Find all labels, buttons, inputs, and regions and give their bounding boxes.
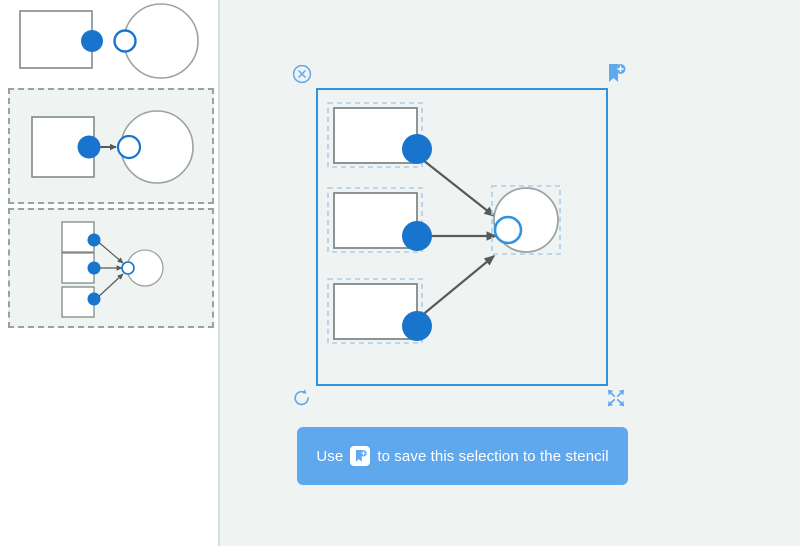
- stencil-panel: [0, 0, 220, 546]
- expand-arrows-icon: [607, 389, 625, 407]
- stencil-item-0-graphic: [19, 3, 199, 79]
- stencil-item-three-squares-to-circle[interactable]: [8, 208, 214, 328]
- bookmark-plus-glyph: [355, 449, 367, 462]
- bookmark-plus-icon: [609, 64, 626, 82]
- stencil-item-2-graphic: [61, 221, 164, 318]
- selection-frame[interactable]: [316, 88, 608, 386]
- stencil-item-square-to-circle-plain[interactable]: [8, 0, 214, 82]
- stencil-item-square-to-circle-link[interactable]: [8, 88, 214, 204]
- save-to-stencil-hint: Use to save this selection to the stenci…: [297, 427, 628, 485]
- stencil-panel-divider: [218, 0, 220, 546]
- hint-text-before: Use: [316, 447, 344, 465]
- close-circle-icon: [292, 64, 312, 84]
- save-to-stencil-handle[interactable]: [604, 62, 628, 86]
- resize-selection-handle[interactable]: [604, 386, 628, 410]
- bookmark-plus-icon: [350, 446, 371, 466]
- rotate-selection-handle[interactable]: [290, 386, 314, 410]
- delete-selection-handle[interactable]: [290, 62, 314, 86]
- diagram-canvas[interactable]: Use to save this selection to the stenci…: [220, 0, 800, 546]
- hint-text-after: to save this selection to the stencil: [377, 447, 609, 465]
- stencil-item-1-graphic: [31, 110, 194, 184]
- rotate-icon: [294, 389, 309, 406]
